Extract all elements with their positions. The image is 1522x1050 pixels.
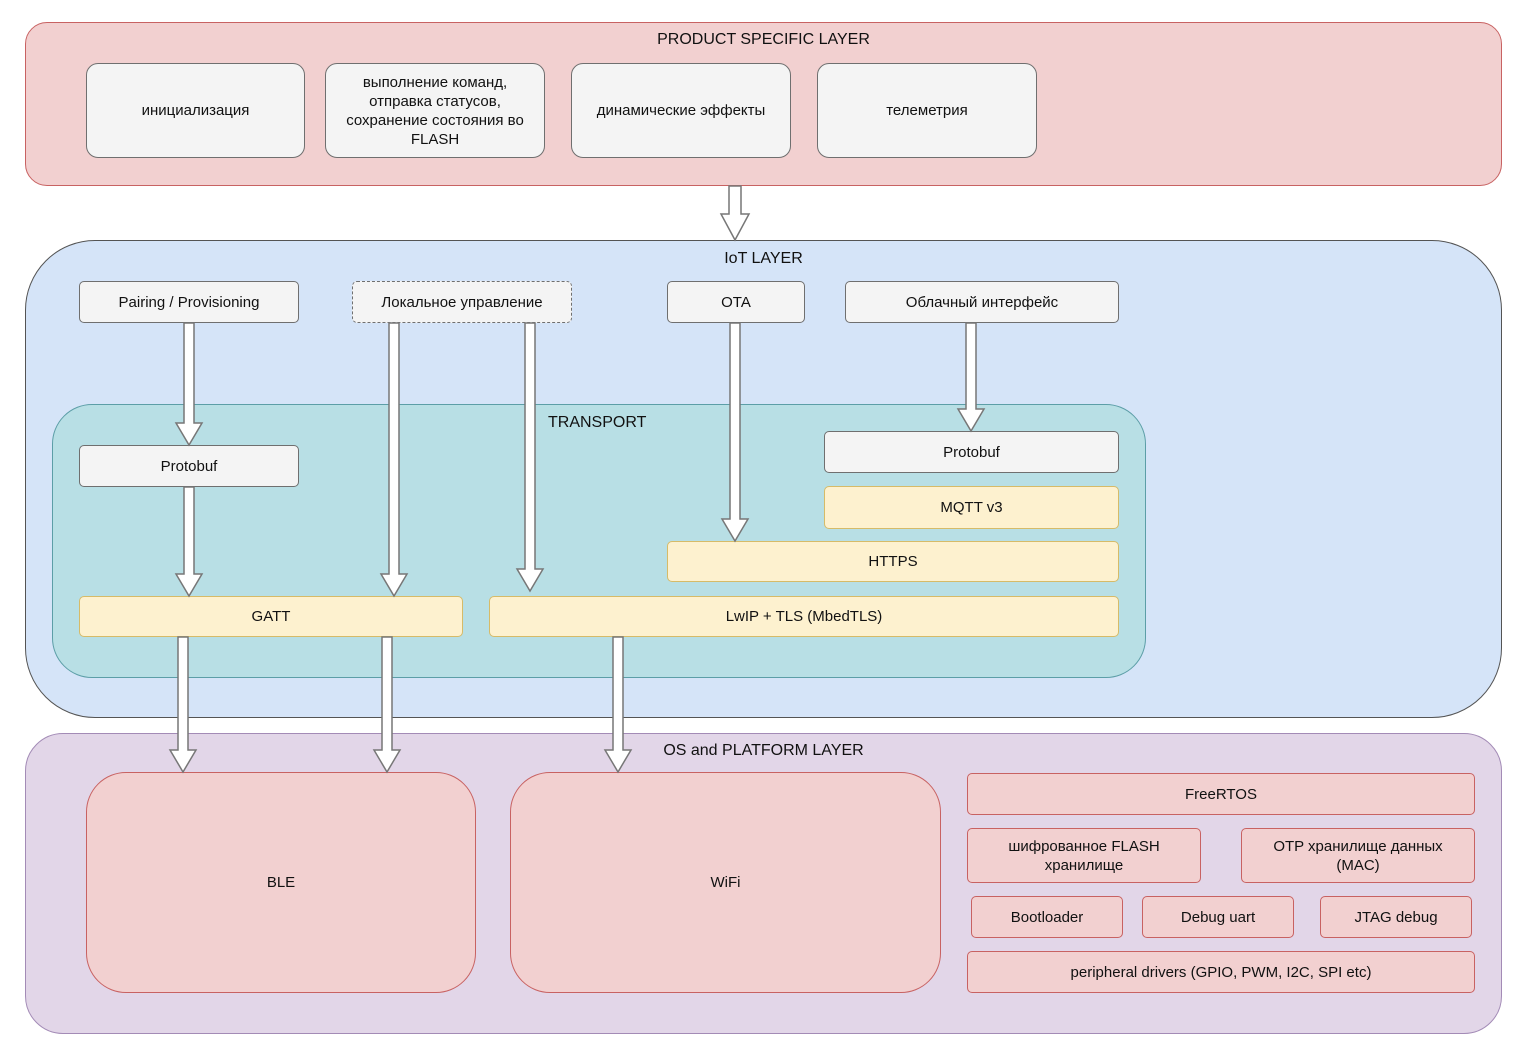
iot-layer-title: IoT LAYER: [724, 250, 803, 267]
dynamic-effects-box: динамические эффекты: [571, 63, 791, 158]
lwip-tls-box: LwIP + TLS (MbedTLS): [489, 596, 1119, 637]
os-layer-title: OS and PLATFORM LAYER: [663, 742, 864, 759]
wifi-box: WiFi: [510, 772, 941, 993]
bootloader-box: Bootloader: [971, 896, 1123, 938]
protobuf-right-box: Protobuf: [824, 431, 1119, 473]
pairing-provisioning-box: Pairing / Provisioning: [79, 281, 299, 323]
ota-box: OTA: [667, 281, 805, 323]
mqtt-box: MQTT v3: [824, 486, 1119, 529]
arrow-product-to-iot: [719, 185, 751, 242]
telemetry-box: телеметрия: [817, 63, 1037, 158]
jtag-debug-box: JTAG debug: [1320, 896, 1472, 938]
protobuf-left-box: Protobuf: [79, 445, 299, 487]
encrypted-flash-box: шифрованное FLASH хранилище: [967, 828, 1201, 883]
peripheral-drivers-box: peripheral drivers (GPIO, PWM, I2C, SPI …: [967, 951, 1475, 993]
debug-uart-box: Debug uart: [1142, 896, 1294, 938]
freertos-box: FreeRTOS: [967, 773, 1475, 815]
https-box: HTTPS: [667, 541, 1119, 582]
gatt-box: GATT: [79, 596, 463, 637]
init-box: инициализация: [86, 63, 305, 158]
cloud-interface-box: Облачный интерфейс: [845, 281, 1119, 323]
product-layer-title: PRODUCT SPECIFIC LAYER: [657, 31, 870, 48]
local-control-box: Локальное управление: [352, 281, 572, 323]
commands-box: выполнение команд, отправка статусов, со…: [325, 63, 545, 158]
otp-storage-box: OTP хранилище данных (MAC): [1241, 828, 1475, 883]
ble-box: BLE: [86, 772, 476, 993]
transport-title: TRANSPORT: [548, 414, 647, 431]
